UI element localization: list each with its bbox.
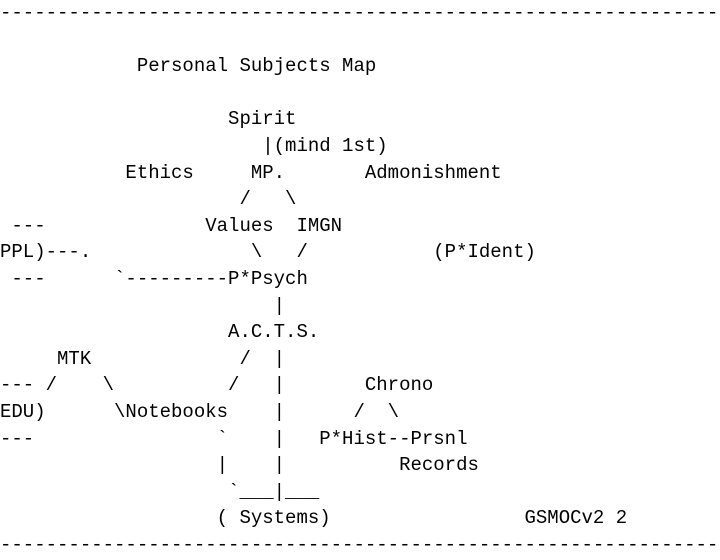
mind-note-line: |(mind 1st) xyxy=(0,134,388,157)
edu-notebooks-line: EDU) \Notebooks | / \ xyxy=(0,400,400,423)
map-title: Personal Subjects Map xyxy=(0,55,377,78)
ppl-pident-line: PPL)---. \ / (P*Ident) xyxy=(0,241,536,264)
ethics-mp-admonishment-line: Ethics MP. Admonishment xyxy=(0,161,502,184)
systems-version-line: ( Systems) GSMOCv2 2 xyxy=(0,507,628,530)
phist-prsnl-line: --- ` | P*Hist--Prsnl xyxy=(0,427,468,450)
mp-branches-line: / \ xyxy=(0,188,297,211)
mtk-branch-line: MTK / | xyxy=(0,347,286,370)
ruler-top: ----------------------------------------… xyxy=(0,2,719,24)
ppsych-link-line: --- `---------P*Psych xyxy=(0,267,308,290)
edu-chrono-line: --- / \ / | Chrono xyxy=(0,374,434,397)
records-line: | | Records xyxy=(0,454,479,477)
ruler-bottom: ----------------------------------------… xyxy=(0,533,719,556)
spacer-line xyxy=(0,27,720,54)
values-imgn-line: --- Values IMGN xyxy=(0,214,343,237)
spacer-line xyxy=(0,80,720,107)
systems-junction-line: `___|___ xyxy=(0,480,320,503)
node-acts-line: A.C.T.S. xyxy=(0,321,320,344)
node-spirit-line: Spirit xyxy=(0,108,297,131)
ppsych-stem-line: | xyxy=(0,294,286,317)
